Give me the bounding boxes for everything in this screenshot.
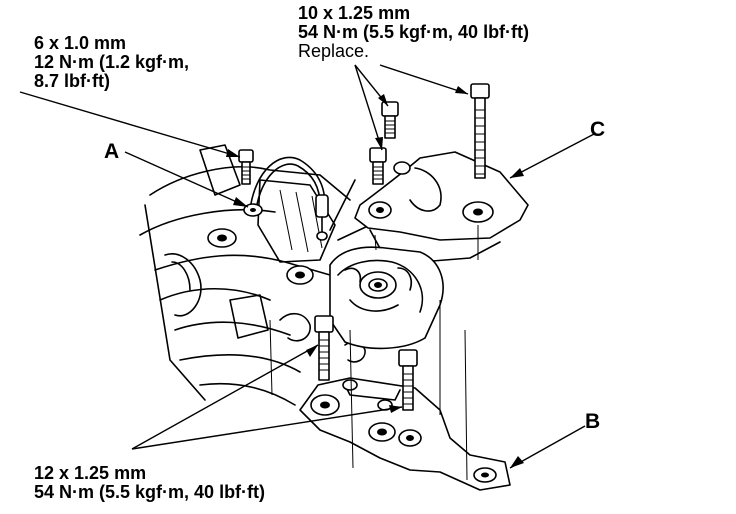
callout-b: B — [585, 410, 601, 433]
upper-bolt-spec: 10 x 1.25 mm 54 N·m (5.5 kgf·m, 40 lbf·f… — [298, 4, 529, 61]
callout-c: C — [590, 118, 606, 141]
lower-bolt-right — [398, 349, 418, 411]
lower-bolt-spec: 12 x 1.25 mm 54 N·m (5.5 kgf·m, 40 lbf·f… — [34, 464, 265, 502]
lower-bolt-torque: 54 N·m (5.5 kgf·m, 40 lbf·ft) — [34, 482, 266, 502]
lower-mount-bracket — [299, 377, 511, 491]
lower-bolt-left — [314, 315, 334, 381]
upper-bolt-left — [369, 147, 387, 185]
small-bolt-spec: 6 x 1.0 mm 12 N·m (1.2 kgf·m, 8.7 lbf·ft… — [34, 34, 189, 91]
small-bolt-size: 6 x 1.0 mm — [34, 33, 127, 53]
lower-bolt-size: 12 x 1.25 mm — [34, 463, 147, 483]
small-bolt-torque-line2: 8.7 lbf·ft) — [34, 71, 110, 91]
ground-cable — [243, 156, 329, 241]
alignment-lines — [269, 225, 479, 481]
upper-bolt-replace-note: Replace. — [298, 41, 370, 61]
upper-bolt-middle — [381, 101, 399, 139]
callout-a: A — [104, 140, 120, 163]
upper-bolt-size: 10 x 1.25 mm — [298, 3, 411, 23]
small-bolt-torque-line1: 12 N·m (1.2 kgf·m, — [34, 52, 190, 72]
upper-bolt-torque: 54 N·m (5.5 kgf·m, 40 lbf·ft) — [298, 22, 530, 42]
upper-bolt-long — [470, 83, 490, 179]
transmission-housing — [139, 144, 371, 406]
leader-lines — [19, 64, 597, 469]
arrow-heads — [226, 86, 524, 468]
rubber-engine-mount — [329, 246, 444, 350]
